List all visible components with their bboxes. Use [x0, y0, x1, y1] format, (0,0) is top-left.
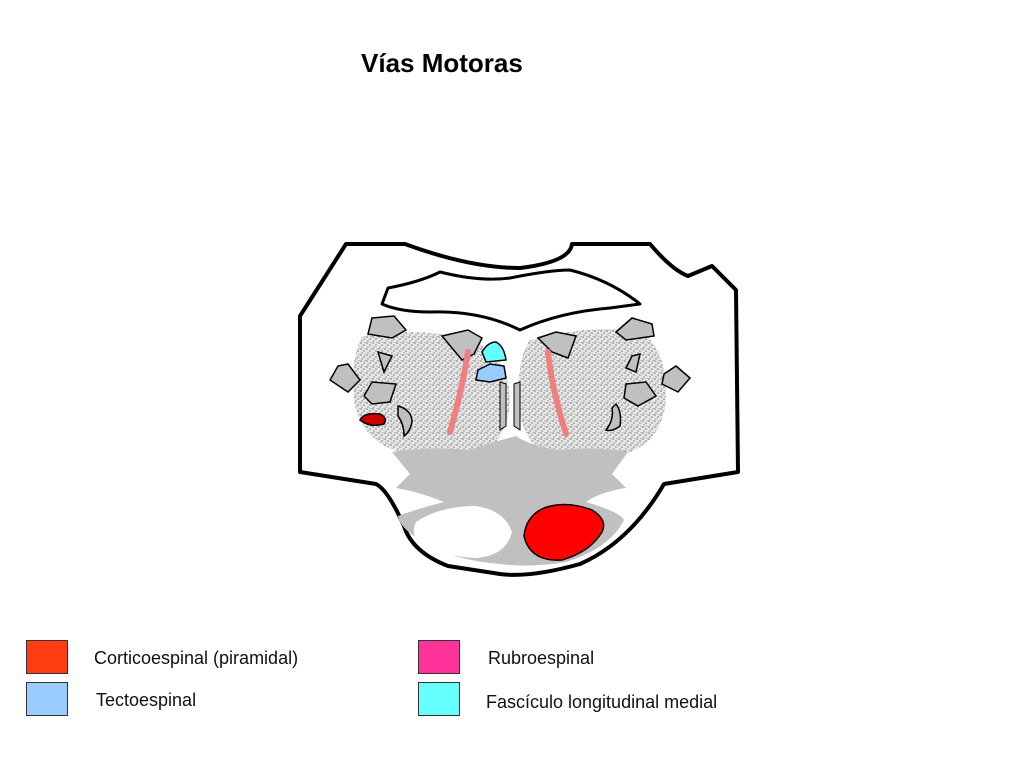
legend-label-corticoespinal: Corticoespinal (piramidal) [94, 648, 299, 668]
legend-swatch-fasciculo-longitudinal-medial [418, 682, 460, 716]
gray-nucleus [440, 329, 483, 361]
legend-swatch-corticoespinal [26, 640, 68, 674]
ventricle-outline [380, 268, 642, 332]
legend-swatch-tectoespinal [26, 682, 68, 716]
gray-nucleus [367, 315, 408, 339]
pyramid-corticospinal [523, 503, 605, 561]
midline-raphe [499, 381, 507, 431]
gray-nucleus [376, 350, 394, 375]
legend-swatch-rubroespinal [418, 640, 460, 674]
gray-nucleus [397, 405, 413, 438]
medial-longitudinal-fasciculus [481, 341, 507, 363]
left-pink-tract [447, 349, 471, 435]
legend-label-tectoespinal: Tectoespinal [96, 690, 197, 710]
rubrospinal-tract [359, 412, 387, 427]
gray-nucleus [604, 402, 622, 432]
gray-nucleus [623, 381, 658, 407]
gray-nucleus [329, 363, 361, 393]
midline-raphe [513, 381, 521, 431]
gray-nucleus [624, 352, 641, 374]
gray-nucleus [363, 381, 398, 405]
page-title: Vías Motoras [361, 48, 523, 78]
left-basal-white-area [413, 506, 512, 558]
legend-label-rubroespinal: Rubroespinal [488, 648, 595, 668]
tectospinal-tract [475, 363, 507, 383]
gray-nucleus [661, 365, 692, 393]
gray-nucleus [614, 317, 655, 341]
right-pink-tract [545, 349, 569, 437]
left-stippled-region [353, 331, 510, 459]
legend-label-fasciculo-longitudinal-medial: Fascículo longitudinal medial [486, 692, 718, 712]
brainstem-section-diagram [298, 242, 740, 577]
